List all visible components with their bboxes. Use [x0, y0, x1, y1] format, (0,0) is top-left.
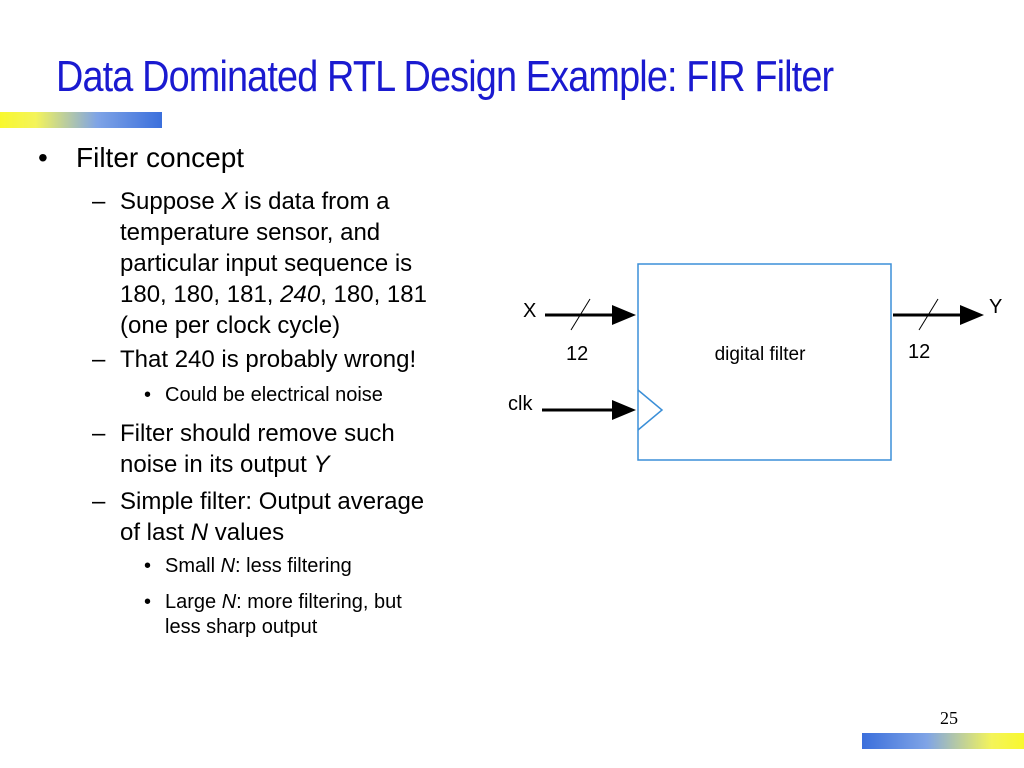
bullet-marker: •: [38, 142, 48, 173]
title-accent-bar: [0, 112, 162, 128]
sub-bullet-marker: •: [144, 555, 152, 577]
digital-filter-block: [637, 263, 892, 461]
clock-label: clk: [508, 393, 533, 415]
bullet-wrong: That 240 is probably wrong!: [120, 346, 417, 373]
dash-marker: –: [92, 420, 106, 447]
footer-accent-bar: [862, 733, 1024, 749]
clock-arrowhead: [612, 400, 636, 420]
output-y-label: Y: [989, 296, 1002, 318]
bullet-small-n: Small N: less filtering: [165, 555, 352, 577]
input-x-arrowhead: [612, 305, 636, 325]
bullet-remove: Filter should remove such noise in its o…: [120, 420, 395, 478]
output-width-label: 12: [908, 341, 930, 363]
bullet-filter-concept: Filter concept: [76, 142, 245, 173]
input-x-label: X: [523, 300, 536, 322]
clock-triangle: [637, 389, 664, 431]
digital-filter-label: digital filter: [715, 344, 806, 365]
output-y-bus-slash: [918, 298, 939, 331]
output-y-arrowhead: [960, 305, 984, 325]
bullet-suppose: Suppose X is data from a temperature sen…: [120, 188, 427, 339]
sub-bullet-marker: •: [144, 384, 152, 406]
page-number: 25: [940, 708, 958, 728]
slide-title: Data Dominated RTL Design Example: FIR F…: [56, 52, 834, 101]
dash-marker: –: [92, 488, 106, 515]
bullet-noise: Could be electrical noise: [165, 384, 383, 406]
bullet-large-n: Large N: more filtering, but less sharp …: [165, 591, 402, 638]
input-width-label: 12: [566, 343, 588, 365]
dash-marker: –: [92, 188, 106, 215]
bullet-simple: Simple filter: Output average of last N …: [120, 488, 425, 546]
dash-marker: –: [92, 346, 106, 373]
sub-bullet-marker: •: [144, 591, 152, 613]
input-x-bus-slash: [570, 298, 591, 331]
